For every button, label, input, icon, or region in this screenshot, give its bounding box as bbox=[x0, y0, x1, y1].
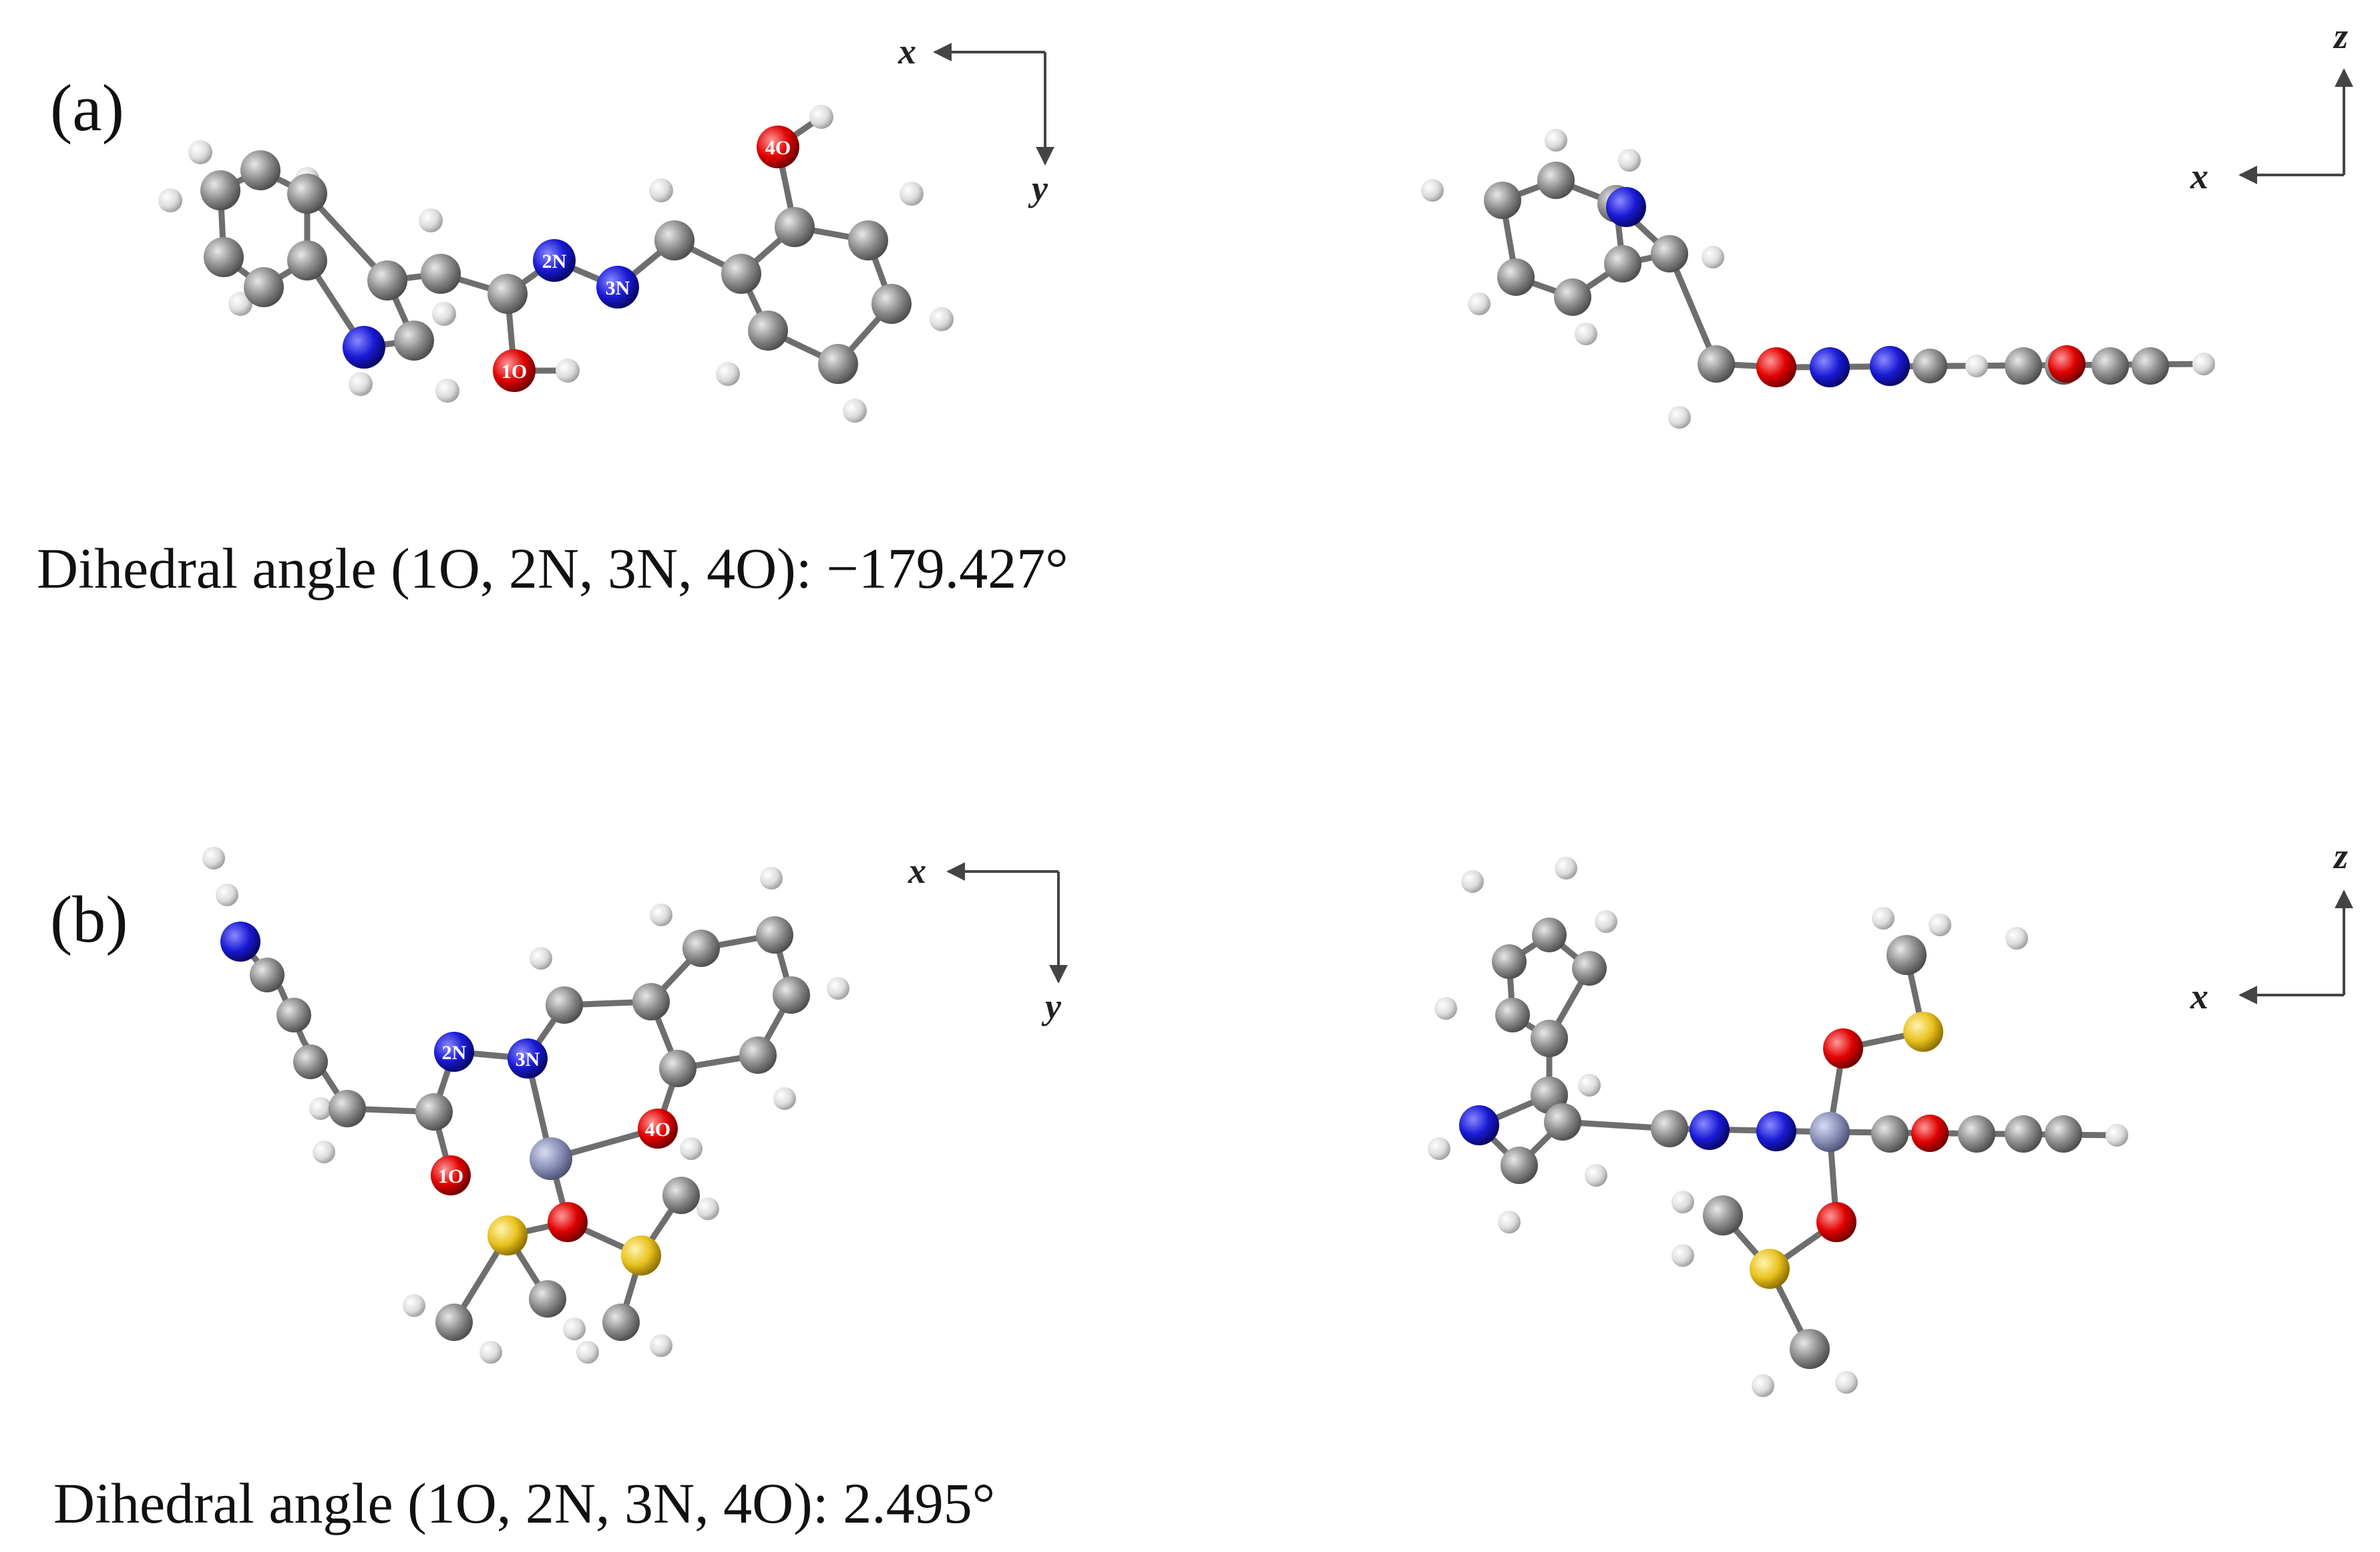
panel-b-caption: Dihedral angle (1O, 2N, 3N, 4O): 2.495° bbox=[53, 1471, 995, 1535]
panel-a: (a) bbox=[37, 16, 2353, 600]
axis-z-label: z bbox=[2333, 836, 2348, 876]
hydrogen-atoms bbox=[158, 105, 954, 423]
axis-x-label: x bbox=[908, 851, 926, 891]
atom-label-3N: 3N bbox=[516, 1048, 540, 1071]
axes-xz-a: z x bbox=[2190, 16, 2353, 196]
carbon-atoms bbox=[200, 150, 912, 384]
axis-y-label: y bbox=[1041, 986, 1062, 1026]
carbon-atoms bbox=[1492, 918, 2082, 1369]
atom-label-1O: 1O bbox=[502, 361, 527, 383]
axis-x-label: x bbox=[2190, 156, 2208, 196]
atom-label-3N: 3N bbox=[606, 277, 630, 299]
heteroatoms bbox=[1459, 1012, 1949, 1289]
hydrogen-atoms bbox=[202, 847, 849, 1364]
molecule-b-top-view: 1O 2N 3N 4O bbox=[202, 847, 849, 1364]
hydrogen-atoms bbox=[1421, 129, 2215, 429]
atom-label-2N: 2N bbox=[542, 250, 567, 272]
axis-z-label: z bbox=[2333, 16, 2348, 56]
panel-b-label: (b) bbox=[50, 882, 128, 956]
molecule-a-top-view: 1O 2N 3N 4O bbox=[158, 105, 954, 423]
axes-xy-a: x y bbox=[898, 31, 1054, 208]
atom-label-2N: 2N bbox=[442, 1042, 467, 1064]
atom-label-4O: 4O bbox=[645, 1119, 670, 1141]
heteroatoms bbox=[343, 126, 799, 392]
heteroatoms bbox=[1606, 187, 2086, 387]
panel-a-label: (a) bbox=[50, 71, 124, 145]
panel-b: (b) bbox=[50, 836, 2353, 1535]
axis-x-label: x bbox=[2190, 976, 2208, 1016]
axes-xy-b: x y bbox=[908, 851, 1068, 1026]
bonds bbox=[237, 932, 795, 1326]
axis-y-label: y bbox=[1028, 168, 1048, 208]
hydrogen-atoms bbox=[1428, 857, 2128, 1397]
atom-label-4O: 4O bbox=[765, 137, 791, 159]
axes-xz-b: z x bbox=[2190, 836, 2353, 1016]
axis-x-label: x bbox=[898, 31, 916, 71]
carbon-atoms bbox=[250, 916, 810, 1341]
panel-a-caption: Dihedral angle (1O, 2N, 3N, 4O): −179.42… bbox=[37, 536, 1068, 600]
molecule-b-side-view bbox=[1428, 857, 2128, 1397]
heteroatoms bbox=[220, 922, 678, 1276]
atom-label-1O: 1O bbox=[438, 1165, 463, 1187]
molecule-a-side-view bbox=[1421, 129, 2215, 429]
